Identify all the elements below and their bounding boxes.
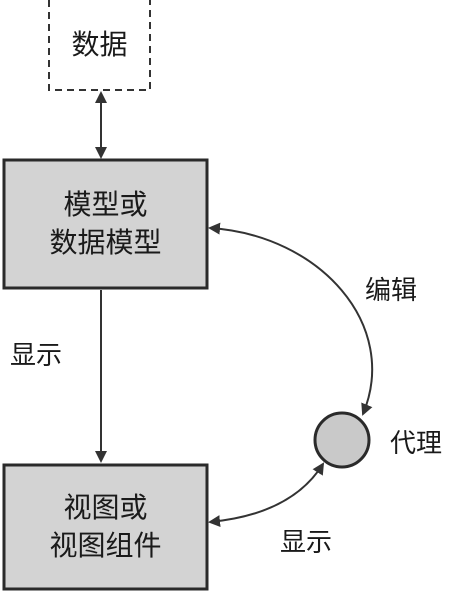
view-box-label-line2: 视图组件 <box>49 529 162 562</box>
delegate-to-view-display-label: 显示 <box>280 528 333 558</box>
model-box <box>2 158 209 290</box>
model-box-label-line2: 数据模型 <box>49 226 162 259</box>
model-box-label-wrap: 模型或 数据模型 <box>4 160 207 288</box>
view-box-label-wrap: 视图或 视图组件 <box>4 465 207 589</box>
model-box-label-line1: 模型或 <box>63 188 148 222</box>
edit-label: 编辑 <box>365 276 418 306</box>
data-box-label: 数据 <box>71 28 128 62</box>
model-to-view-display-label: 显示 <box>10 341 63 371</box>
data-box-label-wrap: 数据 <box>49 0 150 90</box>
view-box-label-line1: 视图或 <box>63 491 148 525</box>
delegate-to-view-display-arrow <box>208 462 325 528</box>
delegate-to-model-edit-arrow <box>208 222 374 416</box>
view-box <box>2 463 209 591</box>
delegate-label: 代理 <box>390 429 443 459</box>
delegate-circle <box>313 411 371 469</box>
